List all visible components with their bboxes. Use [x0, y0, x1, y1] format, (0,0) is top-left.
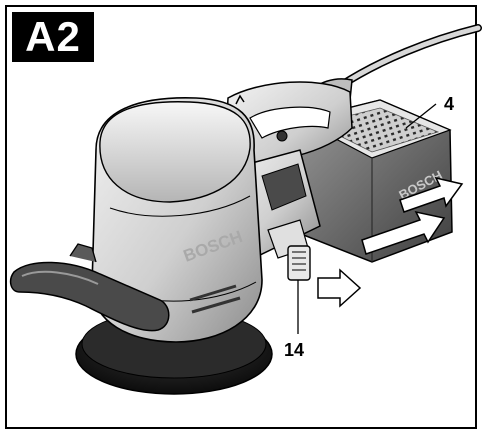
callout-4-leader	[405, 103, 437, 129]
release-lever-14	[287, 245, 311, 281]
insert-arrow-middle	[361, 210, 446, 255]
insert-arrow-upper	[399, 176, 464, 213]
push-arrow-lower	[317, 268, 362, 308]
power-cord	[336, 24, 482, 90]
auxiliary-handle	[9, 261, 170, 332]
callout-14: 14	[284, 340, 304, 360]
figure-label: A2	[12, 12, 94, 62]
callout-4: 4	[444, 94, 454, 114]
